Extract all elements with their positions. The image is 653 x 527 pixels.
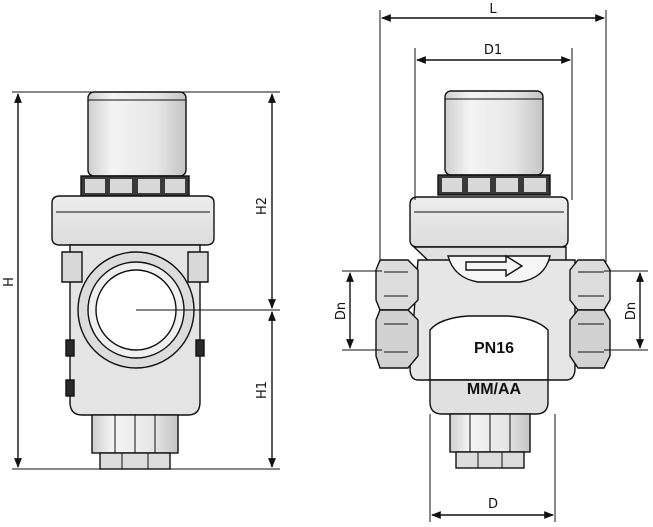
dim-D-label: D — [488, 497, 498, 512]
side-cap — [87, 91, 187, 177]
dim-Dn-right-label: Dn — [624, 302, 639, 320]
dim-L-label: L — [489, 2, 497, 17]
front-nut — [437, 174, 551, 196]
dim-H-label: H — [2, 277, 17, 287]
outlet-connector-upper — [569, 259, 611, 311]
flow-direction-arrow-icon — [465, 254, 524, 278]
outlet-connector-lower — [569, 309, 611, 369]
front-cap — [444, 90, 544, 176]
dim-Dn-left-label: Dn — [334, 302, 349, 320]
inlet-connector-upper — [375, 259, 419, 311]
dim-H1-label: H1 — [255, 381, 270, 399]
front-view: PN16 MM/AA L D1 D Dn Dn — [334, 2, 648, 522]
front-bonnet — [409, 196, 569, 248]
side-bonnet — [51, 195, 215, 246]
inlet-connector-lower — [375, 309, 419, 369]
dim-D1-label: D1 — [484, 43, 502, 58]
pressure-rating-marking: PN16 — [474, 340, 514, 357]
side-view: H H2 H1 — [2, 91, 280, 470]
dim-H2-label: H2 — [255, 197, 270, 215]
material-code-marking: MM/AA — [467, 381, 522, 398]
